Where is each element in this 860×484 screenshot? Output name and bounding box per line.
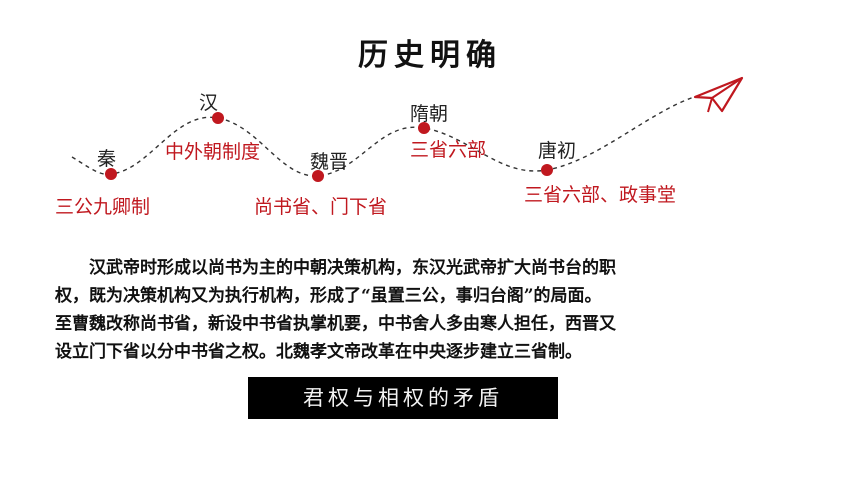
paragraph-line: 汉武帝时形成以尚书为主的中朝决策机构，东汉光武帝扩大尚书台的职	[89, 258, 616, 278]
system-label-sui: 三省六部	[410, 139, 487, 161]
timeline-point-qin	[105, 168, 117, 180]
timeline-point-han	[212, 112, 224, 124]
system-label-tang: 三省六部、政事堂	[524, 184, 677, 206]
era-label-qin: 秦	[97, 148, 117, 170]
paper-plane-icon	[693, 76, 744, 113]
timeline-point-tang	[541, 164, 553, 176]
description-paragraph: 汉武帝时形成以尚书为主的中朝决策机构，东汉光武帝扩大尚书台的职 权，既为决策机构…	[55, 254, 815, 366]
paragraph-line: 至曹魏改称尚书省，新设中书省执掌机要，中书舍人多由寒人担任，西晋又	[55, 314, 616, 334]
timeline-point-sui	[418, 122, 430, 134]
paragraph-line: 权，既为决策机构又为执行机构，形成了“虽置三公，事归台阁”的局面。	[55, 286, 602, 306]
era-label-han: 汉	[199, 92, 219, 114]
conclusion-banner: 君权与相权的矛盾	[248, 377, 558, 419]
system-label-qin: 三公九卿制	[55, 196, 151, 218]
dashed-path	[71, 94, 701, 177]
system-label-weijin: 尚书省、门下省	[254, 196, 388, 218]
era-label-tang: 唐初	[538, 140, 577, 162]
timeline-curve	[71, 76, 744, 182]
era-label-weijin: 魏晋	[310, 151, 349, 173]
era-label-sui: 隋朝	[410, 103, 449, 125]
paragraph-line: 设立门下省以分中书省之权。北魏孝文帝改革在中央逐步建立三省制。	[55, 342, 582, 362]
page-title: 历史明确	[358, 38, 502, 73]
system-label-han: 中外朝制度	[165, 141, 261, 163]
timeline-point-weijin	[312, 170, 324, 182]
